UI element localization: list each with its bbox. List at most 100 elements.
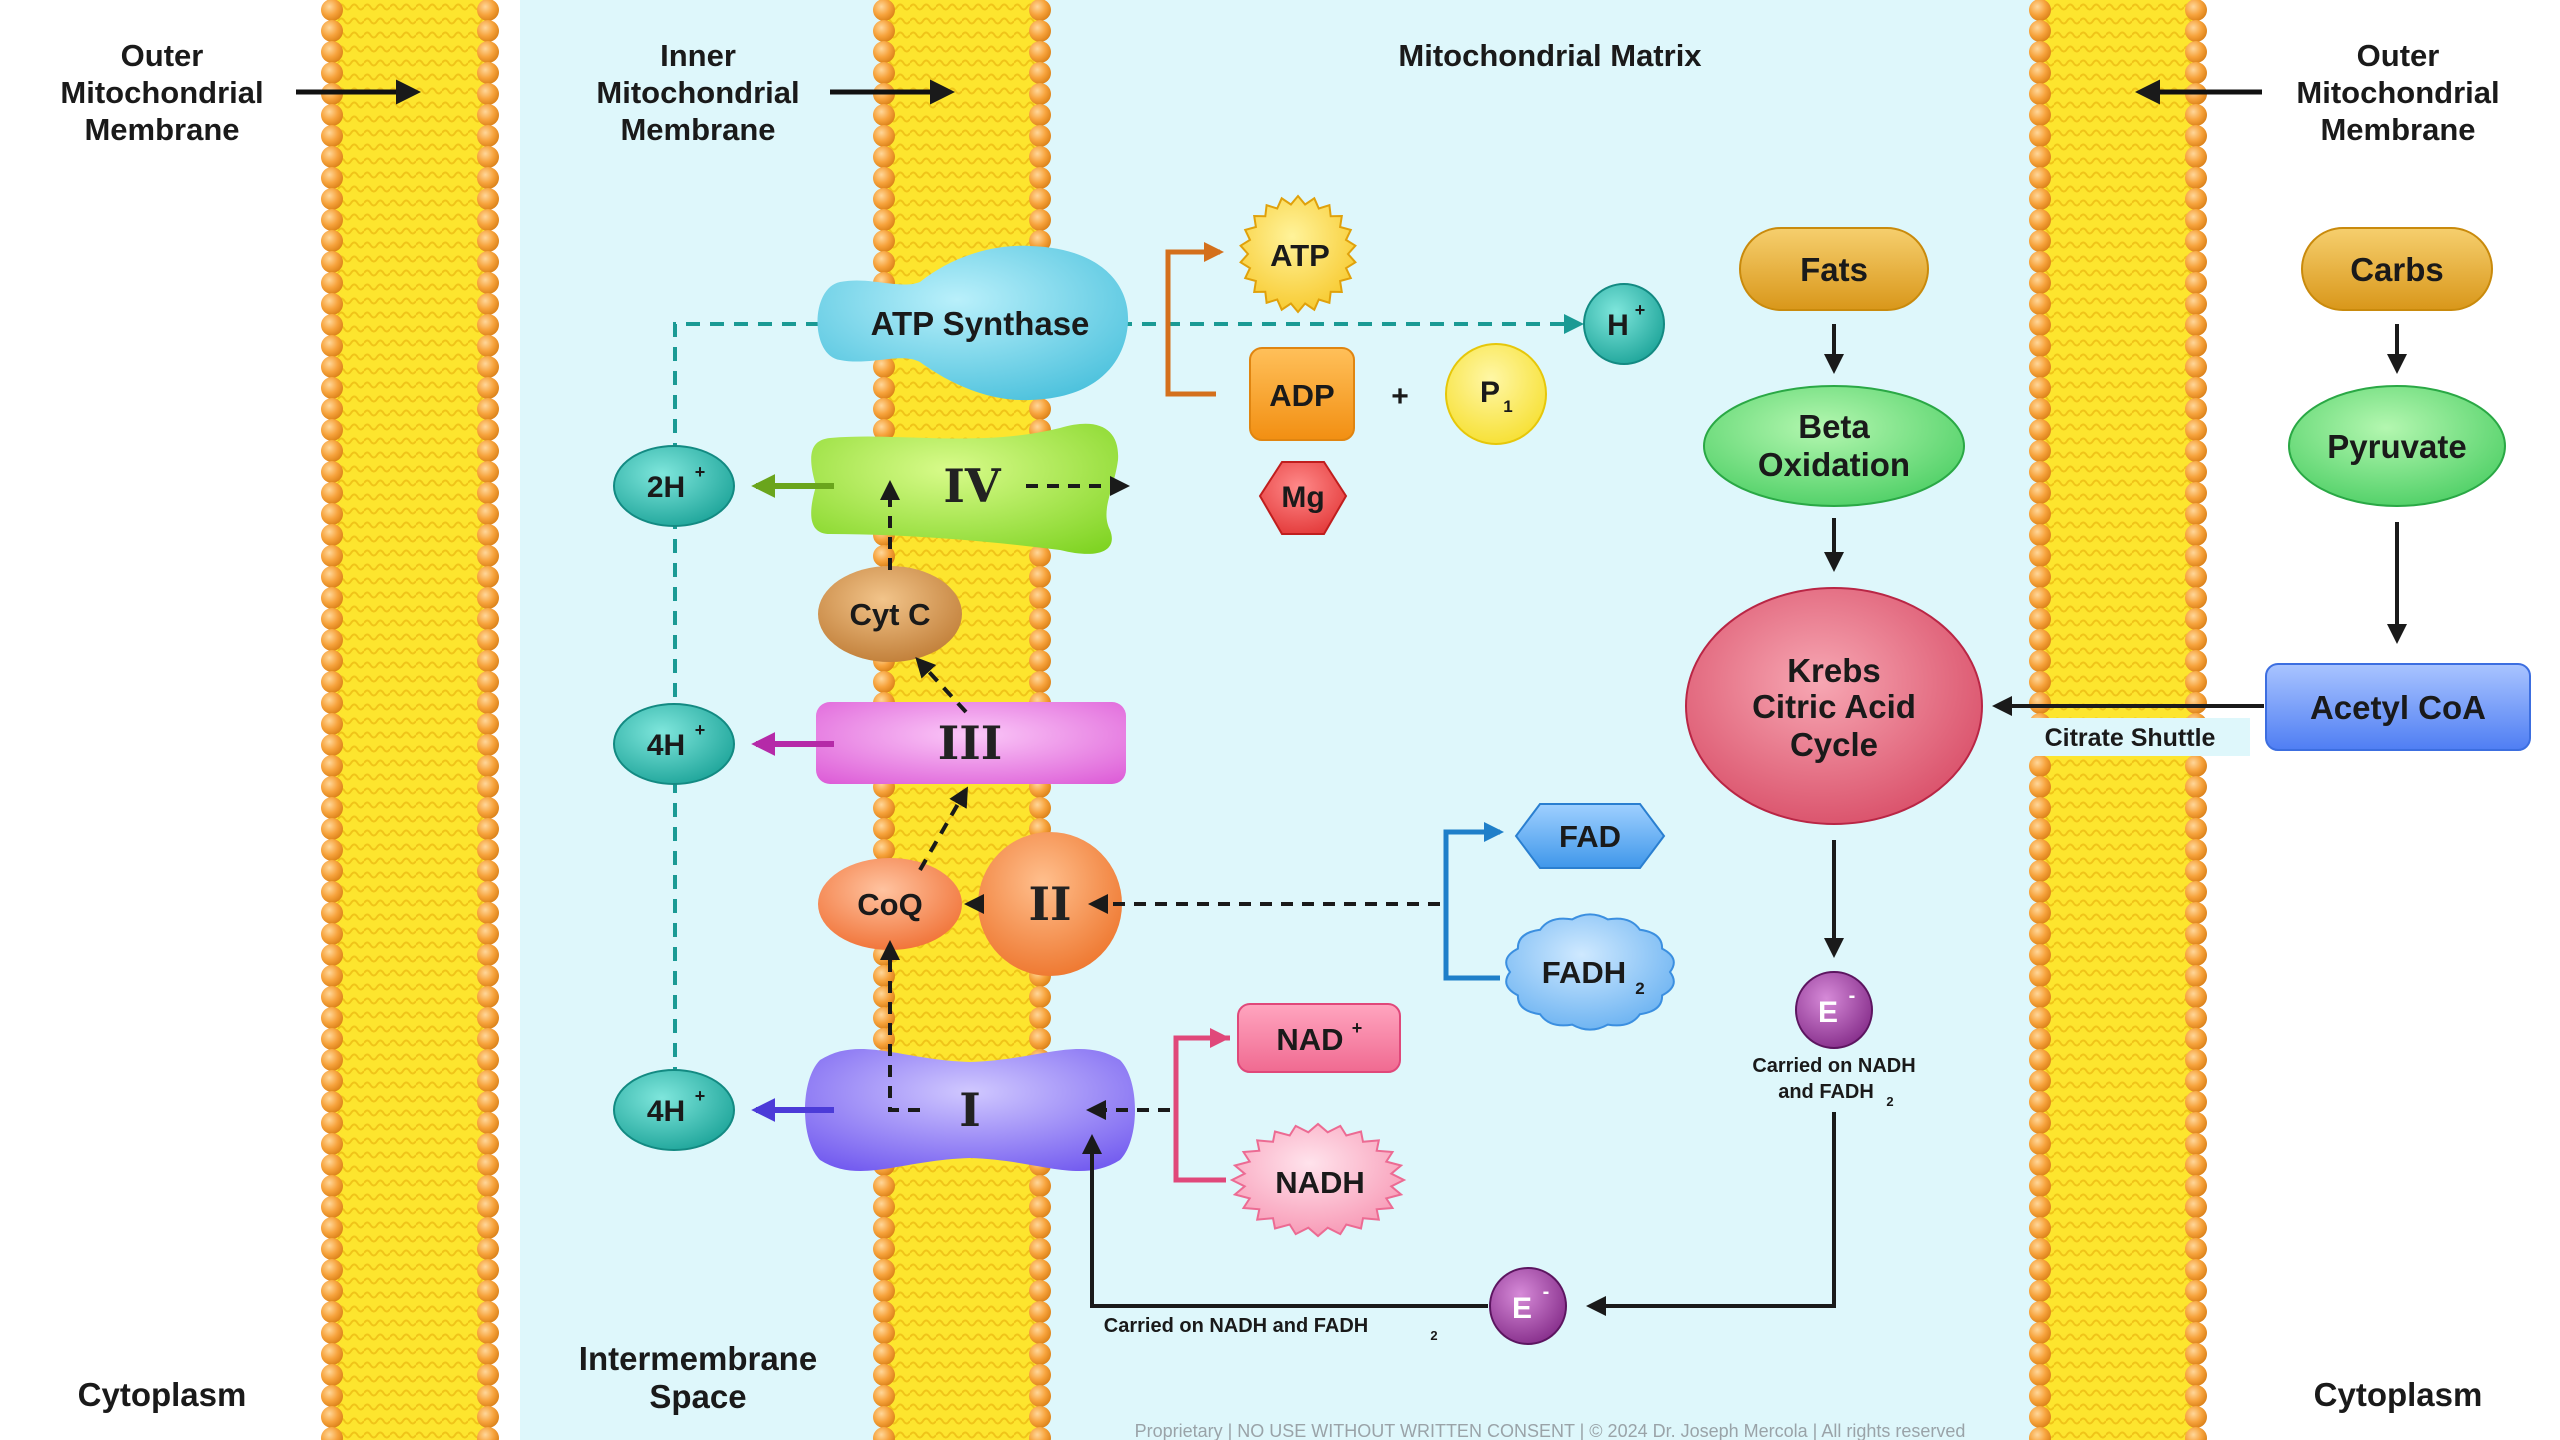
- krebs-cycle-node: Krebs Citric Acid Cycle: [1685, 587, 1983, 825]
- fad-molecule: FAD: [1514, 803, 1666, 869]
- lipid-head: [321, 20, 343, 42]
- lipid-head: [2029, 818, 2051, 840]
- svg-text:Carried on NADH and FADH: Carried on NADH and FADH: [1104, 1315, 1368, 1337]
- lipid-head: [321, 755, 343, 777]
- lipid-head: [1029, 1343, 1051, 1365]
- lipid-head: [477, 356, 499, 378]
- lipid-head: [2029, 1133, 2051, 1155]
- lipid-head: [477, 881, 499, 903]
- phosphate-pi: P 1: [1445, 343, 1547, 445]
- lipid-head: [873, 1406, 895, 1428]
- lipid-head: [2029, 1028, 2051, 1050]
- lipid-head: [2185, 335, 2207, 357]
- lipid-head: [321, 1028, 343, 1050]
- electron-bottom: E -: [1489, 1267, 1567, 1345]
- lipid-head: [321, 986, 343, 1008]
- lipid-head: [2029, 188, 2051, 210]
- lipid-head: [2029, 1385, 2051, 1407]
- svg-text:4H: 4H: [647, 729, 685, 762]
- lipid-head: [477, 1007, 499, 1029]
- lipid-head: [321, 1133, 343, 1155]
- lipid-head: [477, 650, 499, 672]
- lipid-head: [1029, 1217, 1051, 1239]
- lipid-head: [1029, 566, 1051, 588]
- lipid-head: [477, 503, 499, 525]
- complex-i-to-coq-arrow: [880, 940, 920, 1112]
- lipid-head: [873, 230, 895, 252]
- lipid-head: [2029, 1196, 2051, 1218]
- lipid-head: [477, 293, 499, 315]
- lipid-head: [321, 209, 343, 231]
- lipid-head: [2185, 251, 2207, 273]
- lipid-head: [321, 965, 343, 987]
- lipid-head: [321, 1322, 343, 1344]
- lipid-head: [321, 293, 343, 315]
- lipid-head: [2185, 776, 2207, 798]
- svg-text:Citric Acid: Citric Acid: [1752, 688, 1916, 725]
- lipid-head: [321, 860, 343, 882]
- lipid-head: [2029, 1343, 2051, 1365]
- lipid-head: [2185, 188, 2207, 210]
- svg-text:2: 2: [1635, 979, 1644, 998]
- lipid-head: [1029, 167, 1051, 189]
- lipid-head: [477, 629, 499, 651]
- lipid-head: [477, 482, 499, 504]
- lipid-head: [1029, 398, 1051, 420]
- lipid-head: [321, 587, 343, 609]
- lipid-head: [2029, 1238, 2051, 1260]
- lipid-head: [477, 62, 499, 84]
- lipid-head: [2185, 755, 2207, 777]
- lipid-head: [1029, 146, 1051, 168]
- lipid-head: [477, 146, 499, 168]
- lipid-head: [2185, 356, 2207, 378]
- lipid-head: [873, 1175, 895, 1197]
- lipid-head: [873, 1364, 895, 1386]
- lipid-head: [477, 1343, 499, 1365]
- lipid-head: [477, 860, 499, 882]
- lipid-head: [477, 1406, 499, 1428]
- lipid-head: [2029, 503, 2051, 525]
- lipid-head: [477, 797, 499, 819]
- lipid-head: [2029, 1301, 2051, 1323]
- lipid-head: [321, 1343, 343, 1365]
- lipid-head: [321, 1091, 343, 1113]
- lipid-head: [477, 104, 499, 126]
- lipid-head: [321, 125, 343, 147]
- lipid-head: [321, 251, 343, 273]
- lipid-head: [1029, 41, 1051, 63]
- lipid-head: [2029, 1364, 2051, 1386]
- adp-plus-sign: +: [1391, 380, 1409, 413]
- lipid-head: [321, 1406, 343, 1428]
- lipid-head: [2185, 20, 2207, 42]
- svg-text:Mitochondrial: Mitochondrial: [2296, 75, 2499, 110]
- lipid-head: [873, 167, 895, 189]
- lipid-head: [321, 0, 343, 21]
- lipid-head: [321, 440, 343, 462]
- lipid-head: [477, 671, 499, 693]
- lipid-head: [477, 1112, 499, 1134]
- lipid-head: [477, 608, 499, 630]
- cyt-c: [818, 566, 962, 662]
- lipid-head: [2029, 125, 2051, 147]
- svg-text:+: +: [695, 462, 706, 482]
- lipid-head: [873, 62, 895, 84]
- label-matrix: Mitochondrial Matrix: [1398, 38, 1702, 73]
- lipid-head: [1029, 1406, 1051, 1428]
- lipid-head: [1029, 1259, 1051, 1281]
- lipid-head: [2185, 125, 2207, 147]
- lipid-head: [2185, 818, 2207, 840]
- lipid-head: [2029, 692, 2051, 714]
- lipid-head: [477, 776, 499, 798]
- lipid-head: [1029, 1175, 1051, 1197]
- nadh-molecule: NADH: [1229, 1122, 1407, 1238]
- lipid-head: [2029, 1007, 2051, 1029]
- lipid-head: [2029, 545, 2051, 567]
- svg-text:Membrane: Membrane: [84, 112, 239, 147]
- lipid-head: [2029, 902, 2051, 924]
- lipid-head: [1029, 671, 1051, 693]
- lipid-head: [873, 1427, 895, 1440]
- lipid-head: [2185, 692, 2207, 714]
- lipid-head: [2029, 83, 2051, 105]
- lipid-head: [477, 230, 499, 252]
- svg-text:NAD: NAD: [1276, 1022, 1343, 1057]
